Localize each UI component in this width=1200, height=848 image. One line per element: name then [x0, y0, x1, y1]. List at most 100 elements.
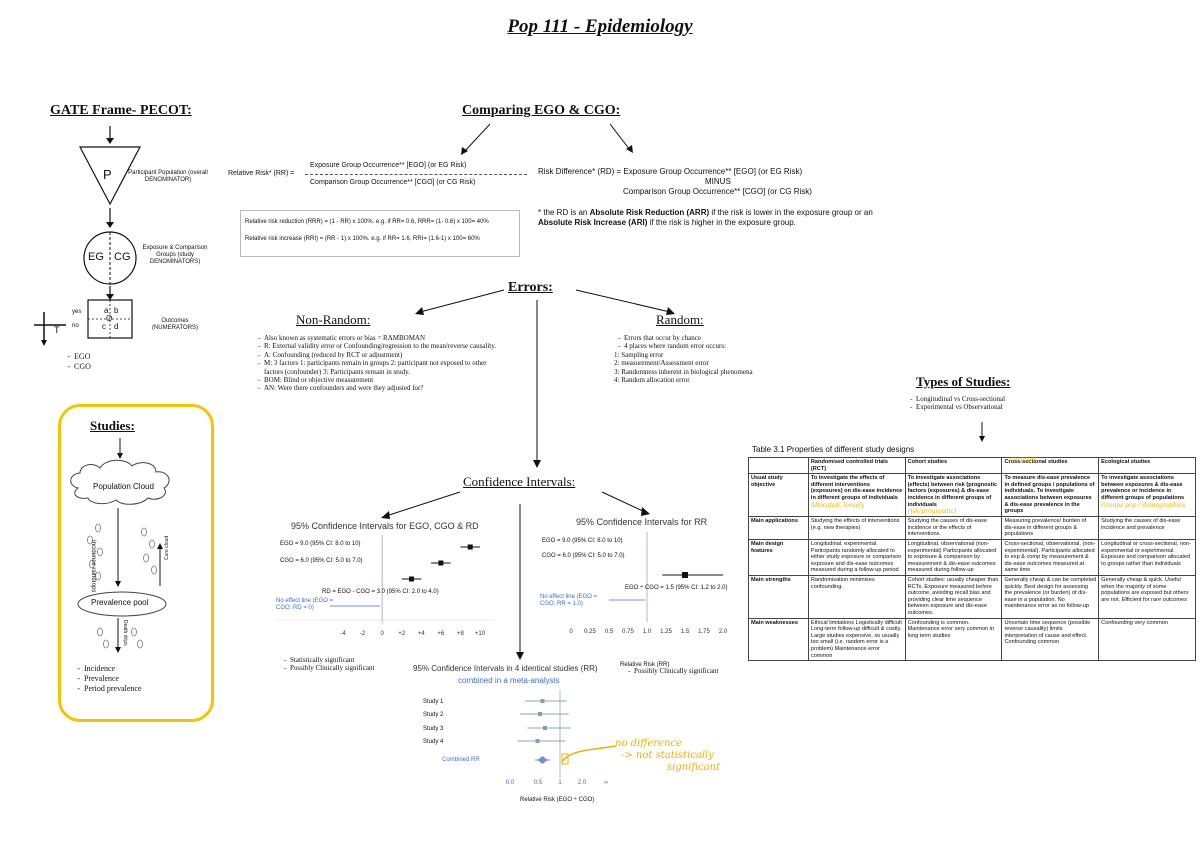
chart1-title: 95% Confidence Intervals for EGO, CGO & … — [291, 521, 479, 531]
table-row: Usual study objective To investigate the… — [748, 473, 1196, 518]
chart1-point-rd — [409, 576, 414, 582]
t-label: T — [54, 325, 60, 335]
errors-arrows — [415, 289, 675, 468]
participant-label: Participant Population (overall DENOMINA… — [128, 170, 208, 184]
chart1-point-cgo — [438, 560, 444, 566]
ci-heading: Confidence Intervals: — [463, 474, 576, 489]
rr-label: Relative Risk* (RR) = — [228, 170, 295, 177]
chart3-point-study-3 — [543, 726, 547, 730]
chart2-no-effect: No effect line (EGO = CGO: RR = 1.0) — [540, 594, 598, 608]
rd-minus: MINUS — [705, 177, 731, 186]
ci-right-bullets: Possibly Clinically significant — [622, 667, 718, 675]
gate-diagram — [34, 126, 141, 346]
chart3-combined: Combined RR — [442, 757, 480, 763]
chart3-tick: 0.5 — [534, 780, 543, 786]
ci-arrows — [381, 491, 650, 660]
chart3-study-2: Study 2 — [423, 712, 444, 718]
gate-bullets: EGOCGO — [62, 352, 91, 372]
studies-table-wrap: Randomised controlled trials (RCT)Cohort… — [748, 456, 1196, 662]
chart3-study-1: Study 1 — [423, 699, 444, 705]
chart2-xlabel: Relative Risk (RR) — [620, 662, 670, 668]
types-list: Longitudinal vs Cross-sectionalExperimen… — [904, 395, 1005, 412]
rr-fraction-line — [305, 174, 527, 175]
population-cloud-label: Population Cloud — [93, 482, 154, 491]
death-label: Death drips — [122, 620, 128, 646]
outcomes-label: Outcomes (NUMERATORS) — [151, 318, 199, 332]
rd-line-1: Risk Difference* (RD) = Exposure Group O… — [538, 167, 803, 176]
chart2-tick: 1.75 — [698, 629, 710, 635]
chart1-tick: 0 — [380, 631, 384, 637]
chart2-tick: 1.25 — [660, 629, 672, 635]
rr-denominator: Comparison Group Occurrence** [CGO] (or … — [310, 179, 476, 186]
population-cloud — [70, 459, 170, 505]
groups-label: Exposure & Comparison Groups (study DENO… — [142, 245, 208, 266]
rrr-box — [240, 210, 520, 257]
snapshot-annotation: snapshot — [1010, 456, 1038, 463]
chart3-tick: 2.0 — [578, 780, 587, 786]
ci-left-bullets: Statistically significantPossibly Clinic… — [278, 656, 374, 673]
chart3-point-study-1 — [540, 699, 545, 703]
yes-label: yes — [72, 309, 82, 315]
chart2-tick: 0.5 — [605, 629, 614, 635]
chart1-tick: +8 — [457, 631, 465, 637]
chart3-point-study-2 — [538, 712, 542, 716]
rd-line-3: Comparison Group Occurrence** [CGO] (or … — [623, 187, 812, 196]
table-caption: Table 3.1 Properties of different study … — [752, 445, 915, 454]
table-header-row: Randomised controlled trials (RCT)Cohort… — [748, 456, 1196, 475]
chart3-point-combined — [537, 756, 548, 764]
comparing-arrows — [461, 123, 633, 155]
chart1-tick: -4 — [340, 631, 346, 637]
cell-o: O — [106, 314, 113, 323]
random-heading: Random: — [656, 312, 704, 327]
gate-heading: GATE Frame- PECOT: — [50, 103, 192, 118]
chart1-point-ego — [467, 544, 473, 550]
chart3-xlabel: Relative Risk (EGO ÷ CGO) — [520, 797, 595, 803]
chart1-tick: +2 — [398, 631, 406, 637]
cg-label: CG — [114, 251, 131, 263]
chart3-annotation: no difference -> not statistically signi… — [615, 738, 721, 773]
cell-a: a — [104, 306, 109, 315]
chart2-title: 95% Confidence Intervals for RR — [576, 517, 708, 527]
types-heading: Types of Studies: — [916, 374, 1011, 389]
chart1-tick: +4 — [418, 631, 426, 637]
page-title: Pop 111 - Epidemiology — [507, 16, 693, 37]
chart1-tick: +6 — [437, 631, 445, 637]
chart3-study-3: Study 3 — [423, 726, 444, 732]
chart2-tick: 0 — [569, 629, 573, 635]
studies-box — [58, 404, 214, 722]
nonrandom-list: Also known as systematic errors or bias … — [252, 334, 502, 393]
participant-triangle — [79, 146, 141, 206]
types-arrow — [979, 422, 985, 442]
rri-text: Relative risk increase (RRI) = (RR - 1) … — [245, 236, 480, 242]
studies-diagram — [70, 438, 170, 653]
chart3-point-study-4 — [535, 739, 540, 743]
table-row: Main design features Longitudinal, exper… — [748, 539, 1196, 576]
no-label: no — [72, 323, 79, 329]
p-letter: P — [103, 167, 112, 182]
cell-c: c — [102, 322, 106, 331]
cure-label: Cure cloud — [164, 535, 170, 560]
incidence-label: Incidence raindrops — [90, 540, 96, 593]
chart2-tick: 0.25 — [584, 629, 596, 635]
chart2-tick: 1.5 — [681, 629, 690, 635]
table-row: Main weaknesses Ethical limitations Logi… — [748, 617, 1196, 662]
chart1-label-rd: RD = EGO - CGO = 3.0 (95% CI: 2.0 to 4.0… — [322, 589, 439, 595]
studies-heading: Studies: — [90, 418, 135, 433]
rr-numerator: Exposure Group Occurrence** [EGO] (or EG… — [310, 162, 467, 169]
table-row: Main strengths Randomisation minimises c… — [748, 574, 1196, 619]
chart3-tick: 0.0 — [506, 780, 515, 786]
table-row: Main applications Studying the effects o… — [748, 516, 1196, 541]
chart1-no-effect: No effect line (EGO = CGO: RD = 0) — [276, 598, 334, 612]
chart2-point-rr — [682, 572, 688, 578]
chart2-tick: 2.0 — [719, 629, 728, 635]
chart2-tick: 0.75 — [622, 629, 634, 635]
chart3-tick: ∞ — [604, 780, 608, 786]
prevalence-pool-label: Prevalence pool — [91, 598, 149, 607]
errors-heading: Errors: — [508, 280, 553, 295]
comparing-heading: Comparing EGO & CGO: — [462, 103, 621, 118]
chart1-tick: -2 — [360, 631, 366, 637]
chart3-subtitle: combined in a meta-analysis — [458, 676, 560, 685]
annotation-pointer — [561, 745, 617, 765]
